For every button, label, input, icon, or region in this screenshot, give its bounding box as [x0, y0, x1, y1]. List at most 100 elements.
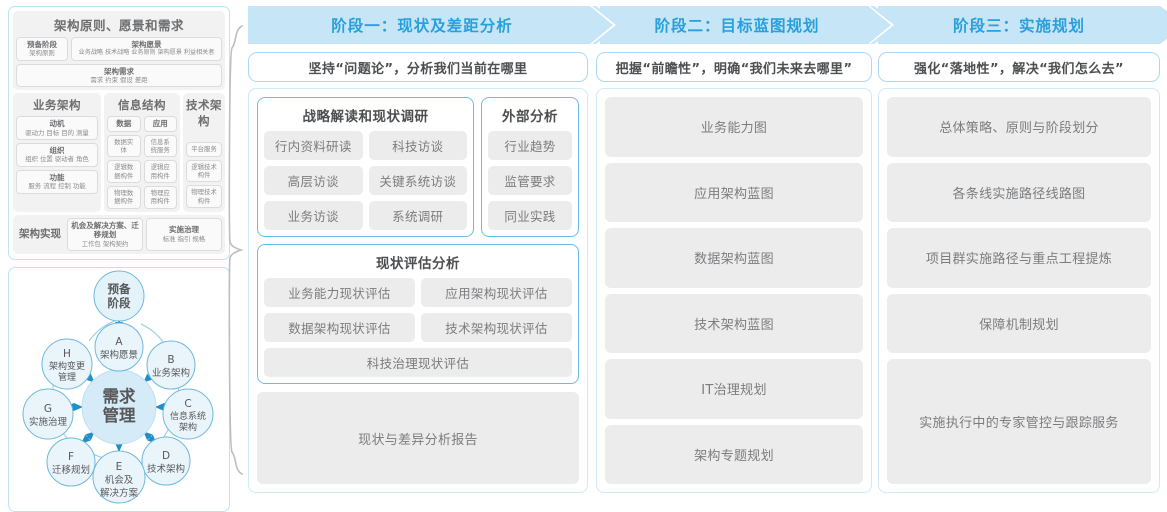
adm-node-g-label: 实施治理	[29, 416, 68, 428]
cell-prelim-sub: 架构原则	[29, 49, 55, 58]
strategy-research-chips: 行内资料研读 科技访谈 高层访谈 关键系统访谈 业务访谈 系统调研	[264, 131, 467, 230]
phase2-item-4[interactable]: IT治理规划	[605, 359, 863, 419]
info-data-entity: 数据实体	[107, 134, 141, 158]
phase-header-1-label: 阶段一：现状及差距分析	[331, 17, 513, 35]
phase-header-row: 阶段一：现状及差距分析 阶段二：目标蓝图规划 阶段三：实施规划	[248, 6, 1167, 44]
phase-subtitle-2: 把握“前瞻性”，明确“我们未来去哪里”	[596, 52, 872, 82]
chip-assessment-2[interactable]: 数据架构现状评估	[264, 313, 415, 342]
adm-node-b	[146, 340, 196, 390]
phase3-item-3[interactable]: 保障机制规划	[887, 293, 1151, 354]
adm-node-g	[22, 388, 74, 440]
adm-node-d-key: D	[162, 450, 170, 462]
adm-node-h-key: H	[63, 348, 71, 360]
chip-assessment-governance[interactable]: 科技治理现状评估	[264, 348, 572, 377]
cell-vision-head: 架构愿景	[131, 40, 162, 49]
column-information-structure: 信息结构 数据 数据实体 逻辑数据构件	[104, 93, 180, 212]
adm-node-h-label-2: 管理	[58, 371, 76, 383]
adm-node-h-label-1: 架构变更	[49, 360, 85, 372]
phase-2-body: 业务能力图 应用架构蓝图 数据架构蓝图 技术架构蓝图 IT治理规划 架构专题规划	[596, 88, 872, 493]
current-state-assessment-title: 现状评估分析	[376, 256, 460, 272]
phase-header-1[interactable]: 阶段一：现状及差距分析	[248, 6, 622, 44]
architecture-implementation-band: 架构实现 机会及解决方案、迁移规划 工作包 架构契约 实施治理 标准 指引 规格	[13, 214, 225, 254]
chip-external-1[interactable]: 监管要求	[488, 166, 572, 195]
adm-node-a	[94, 322, 144, 372]
adm-node-preliminary	[93, 270, 145, 322]
gap-analysis-report-chip[interactable]: 现状与差异分析报告	[257, 392, 579, 484]
tech-physical-component-label: 物理技术构件	[191, 188, 217, 205]
current-state-assessment-group: 现状评估分析 业务能力现状评估 应用架构现状评估 数据架构现状评估 技术架构现状…	[257, 244, 579, 384]
phase3-item-2[interactable]: 项目群实施路径与重点工程提炼	[887, 228, 1151, 288]
chip-assessment-0[interactable]: 业务能力现状评估	[264, 278, 415, 307]
external-analysis-group: 外部分析 行业趋势 监管要求 同业实践	[481, 97, 579, 237]
current-state-assessment-chips: 业务能力现状评估 应用架构现状评估 数据架构现状评估 技术架构现状评估 科技治理…	[264, 278, 572, 377]
impl-opportunities-sub: 工作包 架构契约	[81, 239, 129, 248]
phase-subtitle-1: 坚持“问题论”，分析我们当前在哪里	[248, 52, 588, 82]
tech-platform-service: 平台服务	[186, 142, 222, 157]
info-physical-data-label: 物理数据构件	[114, 189, 134, 206]
phase-subtitle-3-label: 强化“落地性”，解决“我们怎么去”	[914, 61, 1124, 77]
adm-center-label-1: 需求	[103, 386, 137, 406]
cell-prelim-head: 预备阶段	[27, 40, 57, 49]
impl-governance-head: 实施治理	[169, 225, 199, 235]
phase-subtitle-1-label: 坚持“问题论”，分析我们当前在哪里	[308, 61, 528, 77]
tech-platform-service-label: 平台服务	[191, 145, 217, 154]
phase2-item-0[interactable]: 业务能力图	[605, 97, 863, 157]
phase-header-2-label: 阶段二：目标蓝图规划	[654, 17, 820, 35]
adm-node-f-label: 迁移规划	[52, 464, 90, 476]
phase-subtitle-2-label: 把握“前瞻性”，明确“我们未来去哪里”	[615, 61, 853, 77]
band-title-principles: 架构原则、愿景和需求	[53, 18, 184, 33]
col-title-technology: 技术架构	[186, 98, 222, 129]
adm-node-preliminary-label-1: 预备	[108, 282, 131, 296]
diagram-canvas: 架构原则、愿景和需求 预备阶段 架构原则 架构愿景 业务战略 技术战略 业务原则…	[8, 6, 1167, 512]
impl-governance-sub: 标准 指引 规格	[162, 234, 206, 243]
chip-external-2[interactable]: 同业实践	[488, 201, 572, 230]
adm-node-a-label: 架构愿景	[100, 349, 138, 361]
adm-node-d-label: 技术架构	[147, 463, 185, 475]
chip-external-0[interactable]: 行业趋势	[488, 131, 572, 160]
adm-node-f	[46, 437, 96, 487]
impl-label: 架构实现	[19, 228, 61, 241]
phase3-item-0[interactable]: 总体策略、原则与阶段划分	[887, 97, 1151, 157]
phase2-item-2[interactable]: 数据架构蓝图	[605, 228, 863, 288]
phase2-item-1[interactable]: 应用架构蓝图	[605, 162, 863, 222]
info-logical-app: 逻辑应用构件	[143, 160, 177, 184]
col-title-business: 业务架构	[33, 98, 81, 113]
chip-strategy-4[interactable]: 业务访谈	[264, 201, 363, 230]
impl-opportunities-head: 机会及解决方案、迁移规划	[71, 220, 139, 240]
external-analysis-chips: 行业趋势 监管要求 同业实践	[488, 131, 572, 230]
phase2-item-3[interactable]: 技术架构蓝图	[605, 293, 863, 353]
chip-strategy-5[interactable]: 系统调研	[368, 201, 467, 230]
adm-node-f-key: F	[68, 451, 74, 463]
phase-header-3-arrow-tip	[1160, 6, 1167, 44]
phase2-item-5[interactable]: 架构专题规划	[605, 424, 863, 484]
left-column: 架构原则、愿景和需求 预备阶段 架构原则 架构愿景 业务战略 技术战略 业务原则…	[8, 6, 230, 512]
strategy-research-group: 战略解读和现状调研 行内资料研读 科技访谈 高层访谈 关键系统访谈 业务访谈 系…	[257, 97, 474, 237]
chip-strategy-3[interactable]: 关键系统访谈	[368, 166, 467, 195]
adm-node-e-key: E	[116, 461, 123, 473]
adm-node-a-key: A	[115, 336, 123, 348]
cell-requirement-head: 架构需求	[104, 66, 134, 76]
biz-function-head: 功能	[49, 172, 65, 182]
phase-2-item-list: 业务能力图 应用架构蓝图 数据架构蓝图 技术架构蓝图 IT治理规划 架构专题规划	[605, 97, 863, 484]
adm-node-b-label: 业务架构	[152, 367, 190, 379]
info-physical-app-label: 物理应用构件	[150, 189, 170, 206]
col-title-information: 信息结构	[118, 98, 166, 113]
external-analysis-title: 外部分析	[502, 109, 558, 125]
column-business-architecture: 业务架构 动机 驱动力 目标 目的 测量 组织 组织 位置 驱动者 角色 功能	[13, 93, 101, 212]
phase-1-body: 战略解读和现状调研 行内资料研读 科技访谈 高层访谈 关键系统访谈 业务访谈 系…	[248, 88, 588, 493]
chip-strategy-0[interactable]: 行内资料研读	[264, 131, 363, 160]
chip-assessment-1[interactable]: 应用架构现状评估	[421, 278, 572, 307]
phase-header-3[interactable]: 阶段三：实施规划	[878, 6, 1167, 44]
phase-header-2[interactable]: 阶段二：目标蓝图规划	[600, 6, 900, 44]
biz-group-function: 功能 服务 流程 控制 功能	[16, 169, 98, 194]
phase3-item-4[interactable]: 实施执行中的专家管控与跟踪服务	[887, 359, 1151, 485]
tech-logical-component-label: 逻辑技术构件	[191, 162, 217, 180]
phase-body-row: 战略解读和现状调研 行内资料研读 科技访谈 高层访谈 关键系统访谈 业务访谈 系…	[248, 88, 1160, 493]
info-logical-data: 逻辑数据构件	[107, 160, 141, 184]
chip-assessment-3[interactable]: 技术架构现状评估	[421, 313, 572, 342]
chip-strategy-1[interactable]: 科技访谈	[368, 131, 467, 160]
info-app-head: 应用	[152, 119, 168, 129]
info-logical-data-label: 逻辑数据构件	[114, 163, 134, 180]
chip-strategy-2[interactable]: 高层访谈	[264, 166, 363, 195]
phase3-item-1[interactable]: 各条线实施路径线路图	[887, 162, 1151, 223]
